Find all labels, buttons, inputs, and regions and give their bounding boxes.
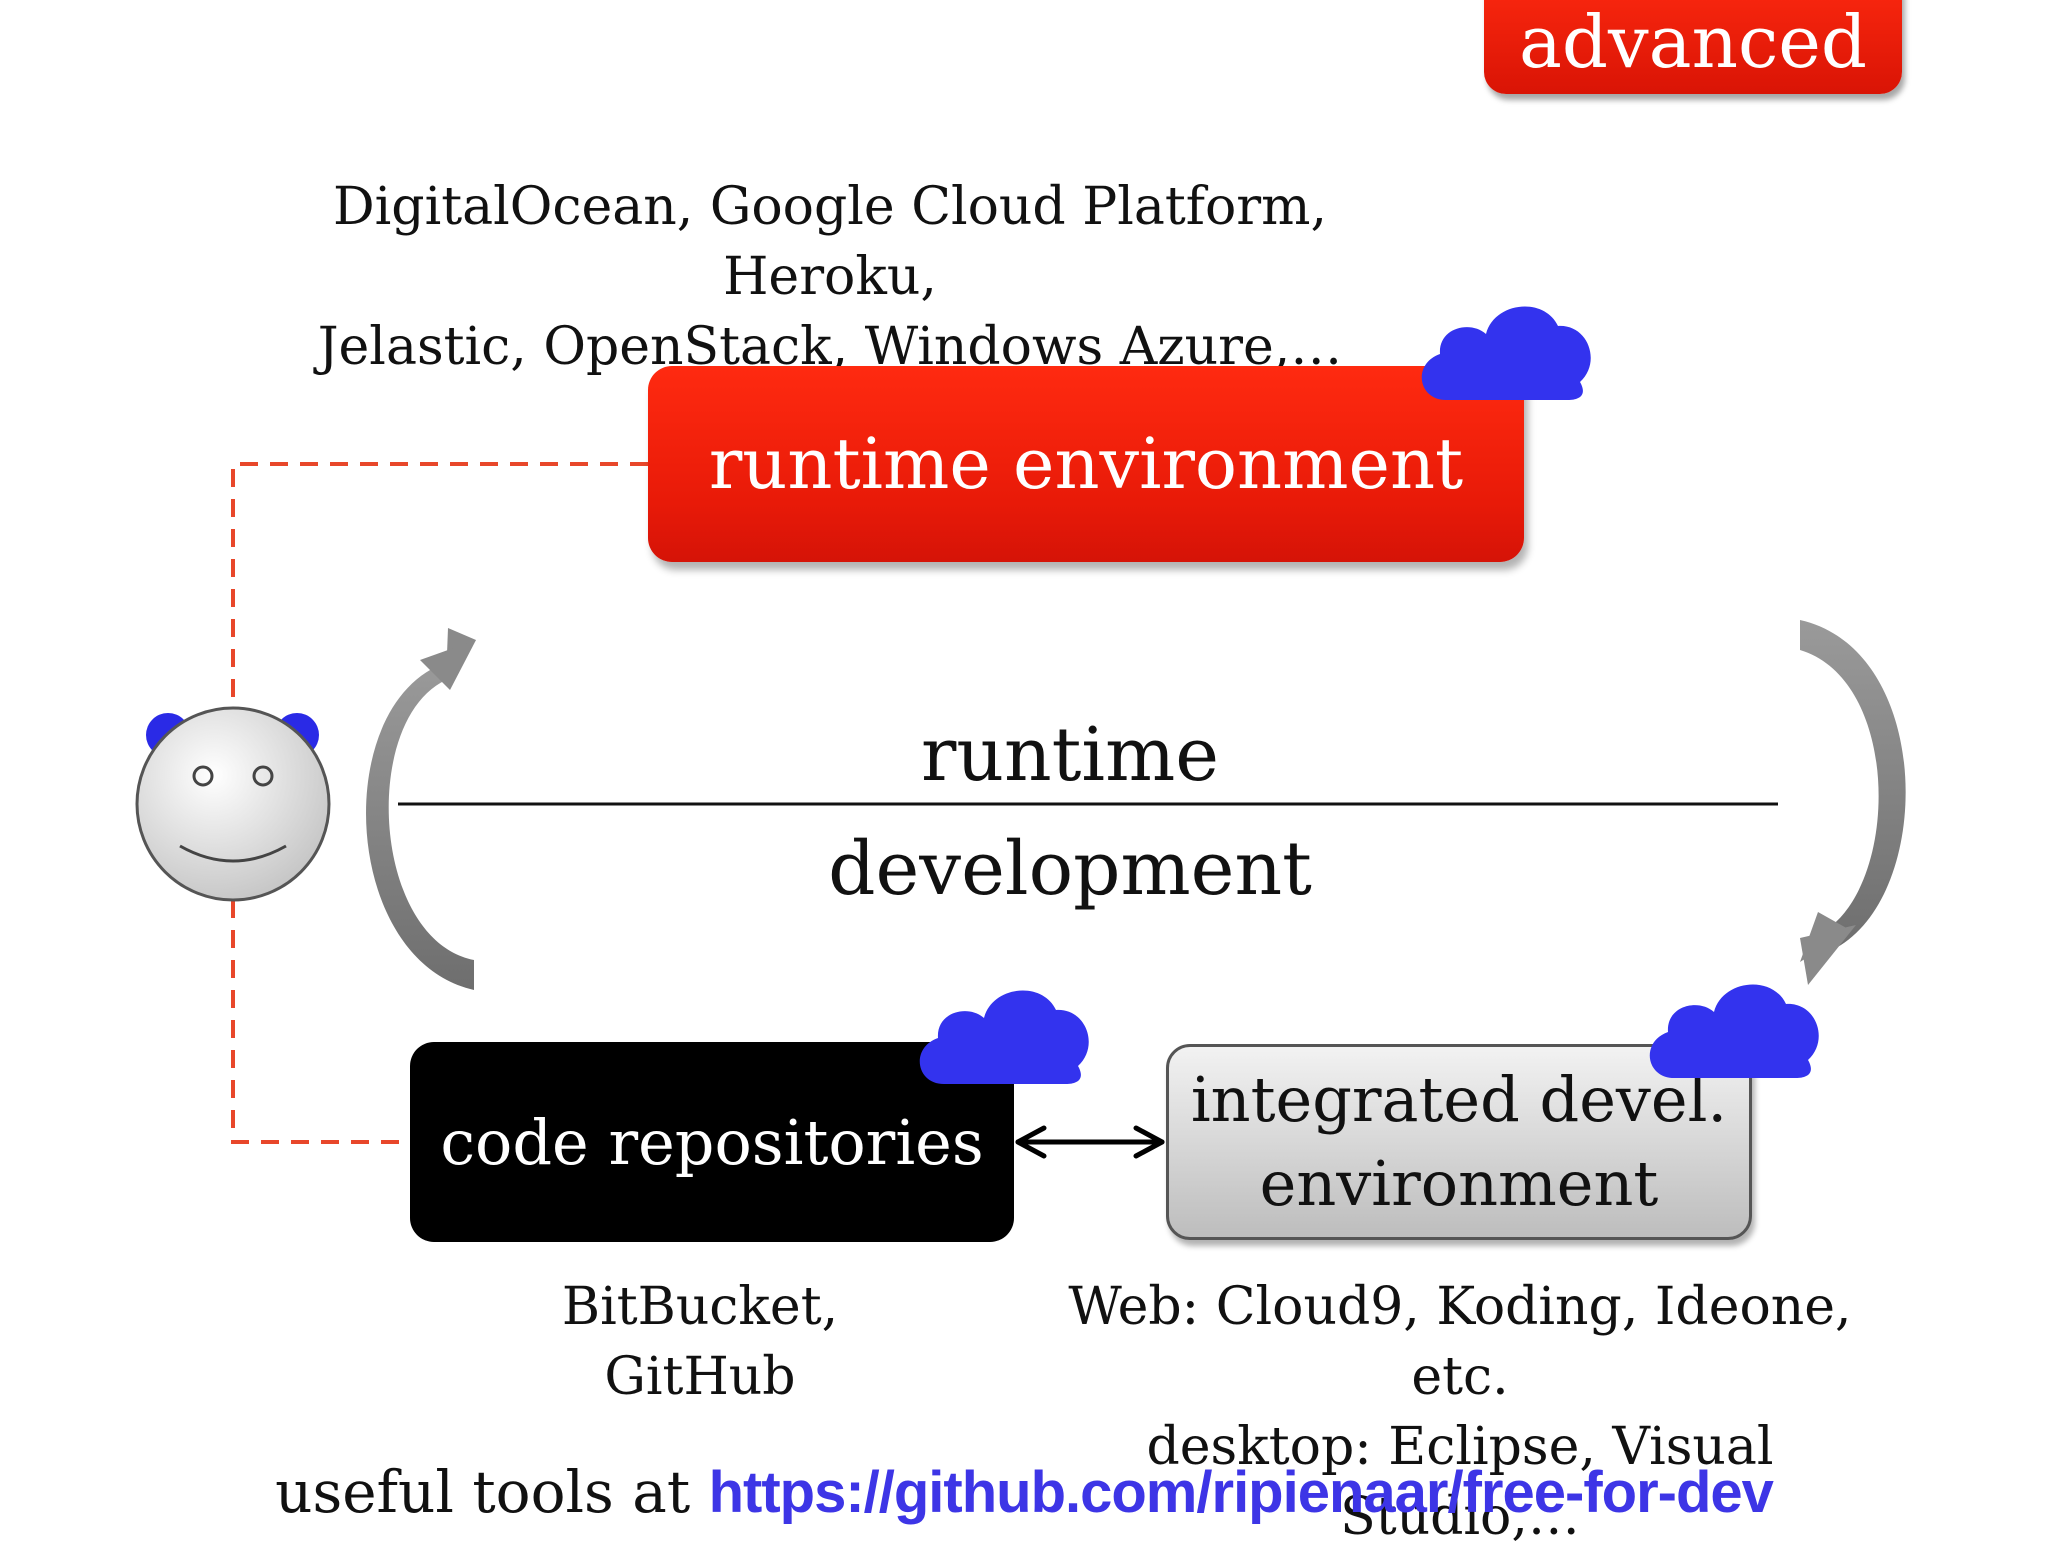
cycle-arrow-icon	[366, 628, 476, 990]
dashed-connector	[231, 462, 648, 1144]
code-repositories-box: code repositories	[410, 1042, 1014, 1242]
smiley-user-icon	[135, 706, 331, 902]
ide-providers-line2: desktop: Eclipse, Visual Studio,…	[1146, 1417, 1774, 1547]
runtime-providers-line1: DigitalOcean, Google Cloud Platform, Her…	[332, 177, 1328, 307]
advanced-badge-label: advanced	[1518, 0, 1867, 84]
cloud-icon	[1649, 984, 1819, 1078]
ide-providers-line1: Web: Cloud9, Koding, Ideone, etc.	[1068, 1277, 1852, 1407]
ide-box: integrated devel. environment	[1166, 1044, 1752, 1240]
cloud-icon	[919, 990, 1089, 1084]
repos-providers-line1: BitBucket,	[561, 1277, 839, 1337]
footer: useful tools at https://github.com/ripie…	[0, 1458, 2048, 1526]
cycle-arrow-icon	[1800, 620, 1906, 985]
runtime-environment-label: runtime environment	[708, 423, 1464, 505]
repos-providers-line2: GitHub	[604, 1347, 796, 1407]
cloud-icon	[1421, 306, 1591, 400]
repos-providers-caption: BitBucket, GitHub	[480, 1272, 920, 1412]
advanced-badge: advanced	[1484, 0, 1902, 94]
code-repositories-label: code repositories	[440, 1105, 984, 1179]
double-arrow-icon	[1015, 1125, 1165, 1159]
ide-label-line2: environment	[1259, 1147, 1659, 1220]
footer-prefix: useful tools at	[275, 1458, 709, 1526]
runtime-providers-caption: DigitalOcean, Google Cloud Platform, Her…	[260, 172, 1400, 382]
development-label: development	[828, 826, 1312, 912]
ide-providers-caption: Web: Cloud9, Koding, Ideone, etc. deskto…	[1030, 1272, 1890, 1552]
runtime-label: runtime	[920, 712, 1220, 798]
free-for-dev-link[interactable]: https://github.com/ripienaar/free-for-de…	[708, 1460, 1774, 1525]
ide-label-line1: integrated devel.	[1190, 1063, 1728, 1136]
runtime-environment-box: runtime environment	[648, 366, 1524, 562]
